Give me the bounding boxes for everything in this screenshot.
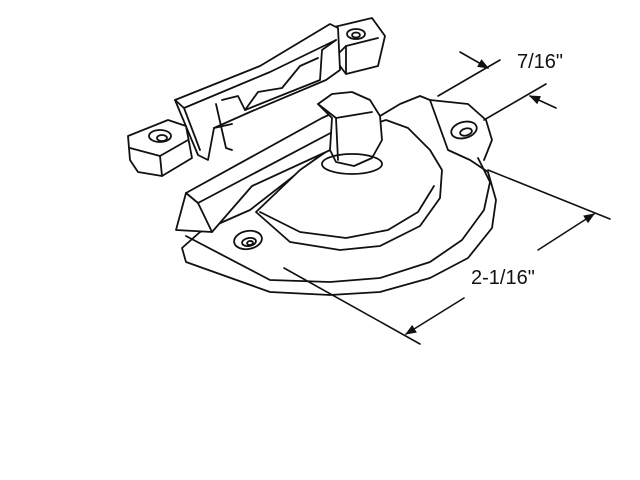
length-dimension-label: 2-1/16" bbox=[471, 267, 535, 289]
height-dimension-label: 7/16" bbox=[517, 51, 564, 73]
dimension-length bbox=[283, 169, 611, 345]
dimension-height bbox=[437, 51, 557, 121]
lock-part bbox=[175, 91, 497, 296]
keeper-part bbox=[127, 17, 386, 177]
